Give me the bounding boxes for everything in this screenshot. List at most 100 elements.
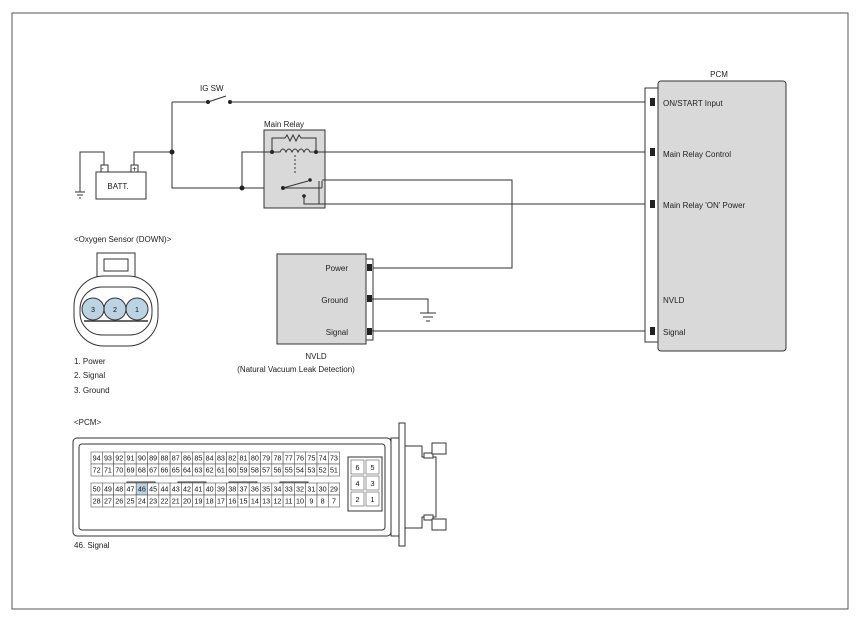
pcm-pin-cell (327, 463, 340, 477)
pcm-pin-number: 92 (115, 454, 123, 463)
o2-pin-1 (125, 297, 149, 321)
pcm-pin-number: 81 (240, 454, 248, 463)
pcm-pin-main-relay-control: Main Relay Control (663, 150, 731, 159)
pcm-pin-number: 66 (160, 466, 168, 475)
pcm-pin-number: 35 (262, 485, 270, 494)
pcm-pin-number: 64 (183, 466, 191, 475)
battery-ground-wire (79, 151, 105, 192)
pcm-pin-number: 89 (149, 454, 157, 463)
pcm-pin-number: 13 (262, 497, 270, 506)
pcm-pin-number: 57 (262, 466, 270, 475)
pcm-pin-number: 16 (228, 497, 236, 506)
pcm-pin-number: 39 (217, 485, 225, 494)
pcm-pin-number: 45 (149, 485, 157, 494)
relay-switch-out (303, 181, 320, 205)
o2-legend-item: 3. Ground (74, 386, 110, 395)
pcm-side-pin-cell (365, 475, 380, 491)
pcm-pin-number: 75 (307, 454, 315, 463)
pcm-pin-number: 69 (127, 466, 135, 475)
pcm-pin-number: 79 (262, 454, 270, 463)
ig-switch: IG SW (172, 84, 652, 104)
pcm-pin-number: 73 (330, 454, 338, 463)
pcm-pin-number: 14 (251, 497, 259, 506)
pcm-pin-number: 60 (228, 466, 236, 475)
pcm-pin (650, 148, 655, 156)
pcm-pin-number: 61 (217, 466, 225, 475)
pcm-pin-number: 8 (321, 497, 325, 506)
pcm-side-pin-number: 5 (371, 463, 375, 472)
nvld-subtitle: (Natural Vacuum Leak Detection) (237, 365, 355, 374)
nvld-pin-signal: Signal (326, 328, 348, 337)
pcm-pin-number: 28 (93, 497, 101, 506)
o2-legend-item: 2. Signal (74, 371, 105, 380)
relay-coil (272, 148, 316, 154)
pcm-pin-number: 34 (273, 485, 281, 494)
ground-icon (420, 312, 436, 322)
pcm-pin (650, 327, 655, 335)
pcm-pin-number: 32 (296, 485, 304, 494)
pcm-pin-number: 78 (273, 454, 281, 463)
o2-connector-latch-window (103, 258, 129, 272)
pcm-side-pin-number: 3 (371, 479, 375, 488)
o2-pin-number: 2 (113, 305, 117, 314)
pcm-pin (650, 98, 655, 106)
battery-positive-wire (133, 151, 172, 165)
pcm-pin-number: 40 (206, 485, 214, 494)
pcm-pin-number: 47 (127, 485, 135, 494)
pcm-pin-number: 33 (285, 485, 293, 494)
nvld-title: NVLD (305, 352, 327, 361)
pcm-pin-number: 24 (138, 497, 146, 506)
nvld-body (276, 253, 367, 345)
main-relay-label: Main Relay (264, 120, 304, 129)
pcm-pin-number: 58 (251, 466, 259, 475)
relay-switch-contact (308, 178, 312, 182)
pcm-pin-number: 86 (183, 454, 191, 463)
battery-plus-label: + (132, 165, 137, 174)
nvld-ground-wire (372, 298, 429, 313)
pcm-pin-number: 70 (115, 466, 123, 475)
pcm-pin-number: 71 (104, 466, 112, 475)
pcm-side-pin-number: 4 (356, 479, 360, 488)
pcm-side-pin-cell (350, 491, 365, 507)
pcm-pin-number: 80 (251, 454, 259, 463)
pcm-pin-number: 11 (285, 497, 292, 506)
pcm-pin-number: 38 (228, 485, 236, 494)
pcm-title: PCM (710, 70, 728, 79)
oxygen-sensor-connector: <Oxygen Sensor (DOWN)> 3 2 1 1. Power 2.… (73, 235, 172, 395)
relay-resistor (271, 133, 317, 152)
pcm-pin-signal: Signal (663, 328, 685, 337)
pcm-connector-legend: 46. Signal (74, 541, 110, 550)
ground-icon (75, 191, 85, 199)
pcm-side-pin-cell (350, 459, 365, 475)
relay-switch-in (283, 181, 323, 189)
pcm-pin-number: 94 (93, 454, 101, 463)
battery: - + BATT. (95, 164, 147, 200)
pcm-side-pin-cell (365, 491, 380, 507)
pcm-pin-on-start: ON/START Input (663, 99, 723, 108)
pcm-pin-number: 46 (138, 485, 146, 494)
relay-switch-blade (282, 180, 309, 189)
pcm-pin-number: 20 (183, 497, 191, 506)
pcm-pin-number: 19 (194, 497, 202, 506)
relay-coil-feed-wire (241, 151, 272, 188)
pcm-pin-number: 43 (172, 485, 180, 494)
pcm-module: PCM ON/START Input Main Relay Control Ma… (644, 70, 787, 352)
pcm-pin-number: 48 (115, 485, 123, 494)
pcm-pin-number: 68 (138, 466, 146, 475)
nvld-pin (367, 264, 372, 271)
junction-dot (239, 185, 245, 191)
pcm-pin-number: 21 (172, 497, 180, 506)
pcm-pin-number: 56 (273, 466, 281, 475)
pcm-pin-number: 12 (273, 497, 281, 506)
battery-body (95, 171, 147, 200)
pcm-pin-number: 54 (296, 466, 304, 475)
battery-minus-label: - (101, 166, 104, 173)
pcm-pin-number: 51 (330, 466, 338, 475)
battery-label: BATT. (107, 182, 128, 191)
pcm-pin-number: 59 (240, 466, 248, 475)
main-relay: Main Relay (263, 120, 326, 209)
pcm-side-pin-number: 2 (356, 495, 360, 504)
